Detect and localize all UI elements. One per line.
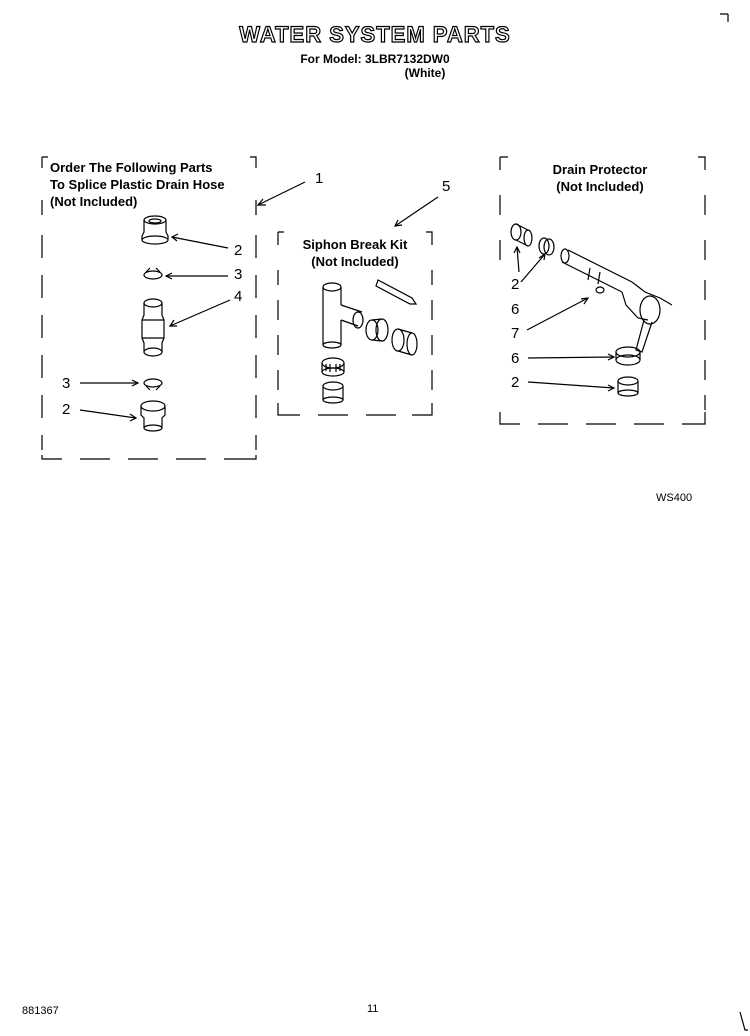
part-siphon-strap: [375, 279, 418, 305]
part-clamp-top: [143, 267, 163, 280]
part-drain-nut: [538, 237, 555, 256]
drain-hose-frame: [41, 156, 257, 460]
callout-5: 5: [442, 178, 451, 195]
siphon-frame: [277, 231, 433, 416]
part-coupling-top: [141, 215, 169, 245]
callout-left-3a: 3: [234, 266, 243, 283]
part-siphon-tee: [322, 282, 364, 349]
callout-left-4: 4: [234, 288, 243, 305]
part-drain-cap: [510, 223, 533, 247]
callout-left-2b: 2: [62, 401, 71, 418]
figure-code: WS400: [656, 492, 693, 504]
model-line: For Model: 3LBR7132DW0: [300, 52, 450, 66]
part-drain-body: [560, 248, 673, 353]
part-drain-ring: [615, 346, 641, 366]
callout-arrows-left: [79, 181, 306, 422]
part-siphon-adapter: [391, 328, 418, 356]
part-siphon-cap: [322, 381, 344, 404]
part-drain-bottom-cap: [617, 376, 639, 397]
callout-arrows-right: [513, 245, 616, 392]
part-connector: [141, 298, 165, 357]
corner-mark: [720, 13, 729, 22]
drain-protector-label: Drain Protector (Not Included): [552, 162, 648, 194]
callout-right-2a: 2: [511, 276, 520, 293]
callout-right-2b: 2: [511, 374, 520, 391]
callout-1: 1: [315, 170, 324, 187]
callout-arrow-5: [393, 196, 439, 227]
page-title: WATER SYSTEM PARTS: [239, 21, 511, 47]
part-coupling-bottom: [140, 400, 166, 432]
drain-protector-frame: [499, 156, 706, 425]
callout-right-6b: 6: [511, 350, 520, 367]
page-number: 11: [367, 1003, 379, 1015]
doc-code: 881367: [22, 1005, 59, 1017]
part-siphon-nut-a: [321, 357, 345, 377]
part-siphon-nut-b: [365, 318, 389, 342]
edge-mark: [739, 1011, 748, 1031]
siphon-kit-label: Siphon Break Kit (Not Included): [302, 237, 408, 269]
callout-left-3b: 3: [62, 375, 71, 392]
drain-hose-label: Order The Following Parts To Splice Plas…: [50, 160, 225, 209]
callout-right-6a: 6: [511, 301, 520, 318]
color-line: (White): [404, 66, 446, 80]
callout-right-7: 7: [511, 325, 520, 342]
part-clamp-bottom: [143, 378, 163, 391]
callout-left-2a: 2: [234, 242, 243, 259]
